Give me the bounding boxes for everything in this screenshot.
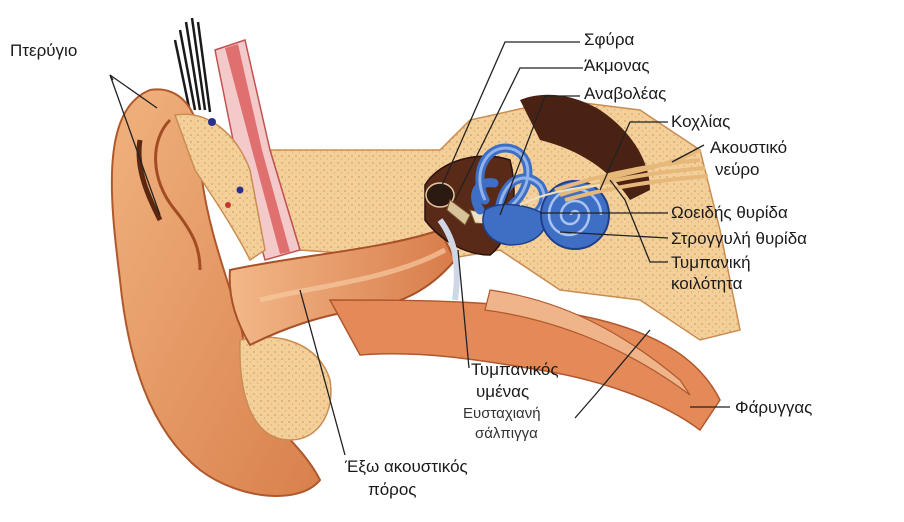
- label-ear-canal-line1: Έξω ακουστικός: [345, 457, 468, 477]
- label-nerve-line1: Ακουστικό: [710, 138, 787, 158]
- label-pharynx: Φάρυγγας: [735, 398, 812, 418]
- label-eardrum-line1: Τυμπανικός: [471, 360, 559, 380]
- label-stirrup: Αναβολέας: [584, 84, 666, 104]
- label-ear-canal-line2: πόρος: [368, 480, 417, 500]
- label-eardrum-line2: υμένας: [476, 382, 529, 402]
- label-cochlea: Κοχλίας: [671, 112, 730, 132]
- label-anvil: Άκμονας: [584, 56, 650, 76]
- label-tympanic-cavity-line1: Τυμπανική: [671, 253, 751, 273]
- label-hammer: Σφύρα: [584, 30, 634, 50]
- label-nerve-line2: νεύρο: [715, 160, 760, 180]
- label-oval-window: Ωοειδής θυρίδα: [671, 203, 788, 223]
- label-round-window: Στρογγυλή θυρίδα: [671, 229, 807, 249]
- label-eustachian-line2: σάλπιγγα: [475, 425, 538, 443]
- label-pinna: Πτερύγιο: [10, 41, 77, 61]
- label-tympanic-cavity-line2: κοιλότητα: [671, 274, 742, 294]
- label-eustachian-line1: Ευσταχιανή: [463, 405, 541, 423]
